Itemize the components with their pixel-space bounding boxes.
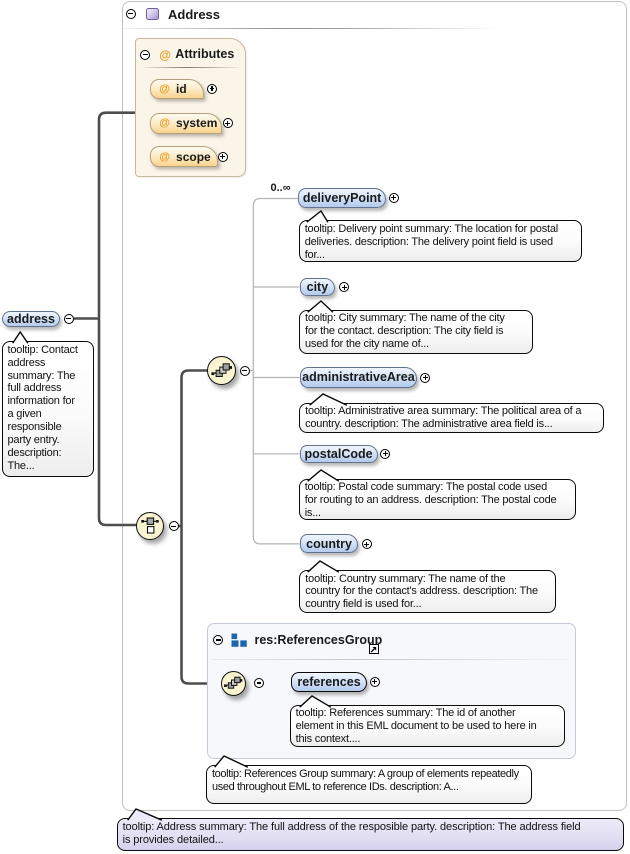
element-administrativearea[interactable]: administrativeArea [299, 367, 418, 388]
at-icon: @ [159, 82, 171, 95]
expand-references-icon[interactable] [369, 676, 380, 687]
root-title: Address [168, 6, 221, 22]
element-postalcode[interactable]: postalCode [299, 444, 378, 463]
tooltip-references-text: tooltip: References summary: The id of a… [295, 707, 537, 746]
tooltip-deliverypoint-text: tooltip: Delivery point summary: The loc… [304, 222, 559, 261]
title-separator [123, 28, 499, 30]
element-icon [146, 8, 159, 20]
element-postalcode-label: postalCode [304, 446, 373, 461]
tooltip-city: tooltip: City summary: The name of the c… [299, 299, 533, 354]
element-references-label: references [297, 675, 361, 690]
tooltip-country: tooltip: Country summary: The name of th… [299, 560, 556, 613]
expand-city-icon[interactable] [339, 282, 350, 293]
attributes-separator [144, 67, 240, 69]
attributes-title: Attributes [175, 47, 235, 62]
tooltip-deliverypoint: tooltip: Delivery point summary: The loc… [298, 210, 582, 263]
tooltip-references-group-text: tooltip: References Group summary: A gro… [212, 767, 519, 793]
collapse-attributes-icon[interactable] [140, 49, 151, 60]
group-icon [231, 633, 248, 648]
tooltip-postalcode-text: tooltip: Postal code summary: The postal… [304, 481, 557, 520]
tooltip-administrativearea: tooltip: Administrative area summary: Th… [299, 392, 604, 434]
attribute-system-label: system [176, 116, 218, 131]
tooltip-city-text: tooltip: City summary: The name of the c… [305, 312, 505, 350]
collapse-address-icon[interactable] [63, 313, 74, 324]
references-group-title: res:ReferencesGroup [254, 633, 383, 648]
expand-scope-icon[interactable] [217, 151, 228, 162]
attribute-id-label: id [176, 81, 187, 96]
tooltip-postalcode: tooltip: Postal code summary: The postal… [298, 468, 576, 521]
element-address[interactable]: address [2, 310, 60, 327]
attribute-id[interactable]: @ id [150, 78, 205, 99]
occurrence-label: 0..∞ [270, 182, 291, 194]
element-references[interactable]: references [291, 672, 367, 692]
expand-country-icon[interactable] [361, 539, 372, 550]
element-deliverypoint-label: deliveryPoint [302, 191, 382, 206]
sequence-references-icon[interactable] [220, 670, 246, 697]
element-city[interactable]: city [299, 277, 336, 297]
at-icon: @ [159, 150, 171, 163]
element-deliverypoint[interactable]: deliveryPoint [298, 188, 387, 208]
tooltip-address-summary: tooltip: Address summary: The full addre… [116, 808, 624, 852]
expand-deliverypoint-icon[interactable] [388, 192, 399, 203]
expand-id-icon[interactable] [207, 83, 217, 94]
references-group-separator [211, 659, 571, 661]
tooltip-country-text: tooltip: Country summary: The name of th… [305, 572, 538, 611]
collapse-sequence-references-icon[interactable] [254, 678, 264, 688]
choice-icon[interactable] [136, 512, 165, 541]
collapse-references-group-icon[interactable] [213, 634, 224, 645]
sequence-icon[interactable] [206, 355, 237, 386]
tooltip-administrativearea-text: tooltip: Administrative area summary: Th… [305, 405, 582, 431]
collapse-choice-icon[interactable] [168, 521, 179, 532]
element-city-label: city [306, 279, 329, 294]
element-address-label: address [7, 311, 55, 326]
tooltip-address-text: tooltip: Contact address summary: The fu… [7, 343, 78, 472]
attribute-scope-label: scope [176, 149, 211, 164]
expand-administrativearea-icon[interactable] [420, 372, 431, 383]
attributes-at-icon: @ [159, 48, 171, 63]
attribute-scope[interactable]: @ scope [150, 146, 218, 167]
collapse-sequence-icon[interactable] [239, 365, 250, 376]
tooltip-address: tooltip: Contact address summary: The fu… [1, 330, 94, 478]
collapse-address-box-icon[interactable] [125, 8, 136, 19]
tooltip-references: tooltip: References summary: The id of a… [289, 695, 565, 748]
at-icon: @ [159, 117, 171, 130]
element-country[interactable]: country [299, 534, 359, 554]
expand-postalcode-icon[interactable] [380, 448, 391, 459]
attribute-system[interactable]: @ system [150, 113, 223, 134]
element-country-label: country [306, 536, 352, 551]
tooltip-address-summary-text: tooltip: Address summary: The full addre… [122, 820, 581, 846]
element-administrativearea-label: administrativeArea [302, 370, 415, 385]
expand-system-icon[interactable] [222, 118, 233, 129]
tooltip-references-group: tooltip: References Group summary: A gro… [206, 755, 532, 804]
open-reference-icon[interactable] [368, 644, 379, 655]
